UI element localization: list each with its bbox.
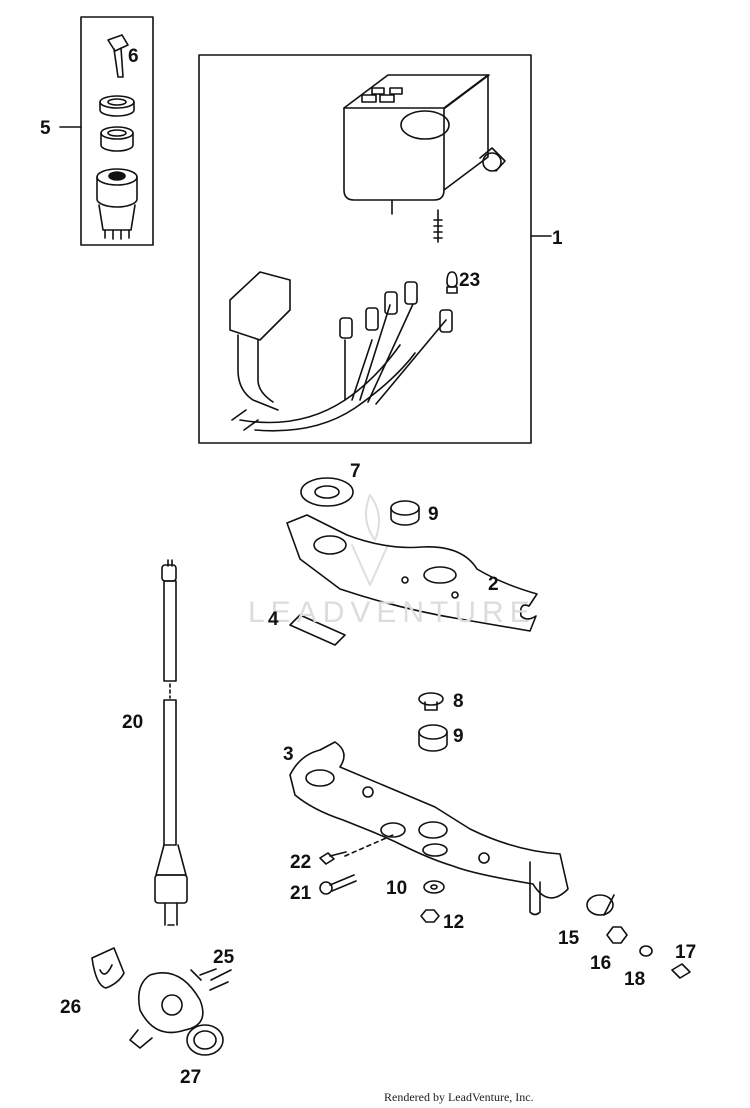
nut-part-16 <box>606 926 628 944</box>
speedometer-assembly-box <box>198 54 532 444</box>
callout-2: 2 <box>488 574 499 595</box>
callout-5: 5 <box>40 118 51 139</box>
callout-1: 1 <box>552 228 563 249</box>
callout-4: 4 <box>268 609 279 630</box>
drive-gear-part-25 <box>129 968 229 1049</box>
callout-8: 8 <box>453 691 464 712</box>
bushing-part-8 <box>418 692 444 711</box>
ignition-switch-part <box>96 168 138 240</box>
callout-21: 21 <box>290 883 312 904</box>
nut-part-12 <box>420 909 440 923</box>
washer-part-10 <box>423 880 445 894</box>
bracket-part-3 <box>289 741 569 916</box>
callout-23: 23 <box>459 270 480 291</box>
wiring-harness <box>229 271 453 432</box>
callout-6: 6 <box>128 46 139 67</box>
screw-part-22 <box>319 851 347 865</box>
key-part-6 <box>107 34 129 78</box>
leader-line-22 <box>344 834 394 857</box>
bolt-part-21 <box>319 874 357 895</box>
grommet-part-9-top <box>390 500 420 526</box>
strip-part-4 <box>289 614 346 646</box>
callout-9-top: 9 <box>428 504 439 525</box>
callout-27: 27 <box>180 1067 201 1088</box>
mounting-plate-part-2 <box>286 514 538 632</box>
callout-26: 26 <box>60 997 81 1018</box>
callout-17: 17 <box>675 942 696 963</box>
callout-9-bottom: 9 <box>453 726 464 747</box>
callout-15: 15 <box>558 928 580 949</box>
grommet-part-9-bottom <box>418 724 448 752</box>
speedometer-cable-part-20 <box>154 559 188 926</box>
washer-ring-part <box>99 95 135 117</box>
leader-line-25 <box>190 969 232 981</box>
spring-clip-part-26 <box>91 947 125 989</box>
rendered-by-footer: Rendered by LeadVenture, Inc. <box>384 1090 534 1104</box>
callout-16: 16 <box>590 953 611 974</box>
seal-part-27 <box>186 1024 224 1056</box>
nut-ring-part <box>100 126 134 152</box>
callout-10: 10 <box>386 878 407 899</box>
callout-25: 25 <box>213 947 235 968</box>
callout-20: 20 <box>122 712 143 733</box>
watermark-logo <box>351 494 389 586</box>
gasket-part-7 <box>300 477 354 507</box>
callout-7: 7 <box>350 461 361 482</box>
callout-22: 22 <box>290 852 311 873</box>
callout-3: 3 <box>283 744 294 765</box>
ignition-lock-box <box>80 16 154 246</box>
washer-part-18 <box>639 945 653 957</box>
callout-12: 12 <box>443 912 464 933</box>
clip-part-15 <box>586 894 615 916</box>
callout-18: 18 <box>624 969 645 990</box>
bulb-part-23 <box>446 271 458 294</box>
screw-part-17 <box>671 963 691 979</box>
watermark-text: LEADVENTURE <box>248 596 536 629</box>
speedometer-part-1 <box>343 74 506 243</box>
